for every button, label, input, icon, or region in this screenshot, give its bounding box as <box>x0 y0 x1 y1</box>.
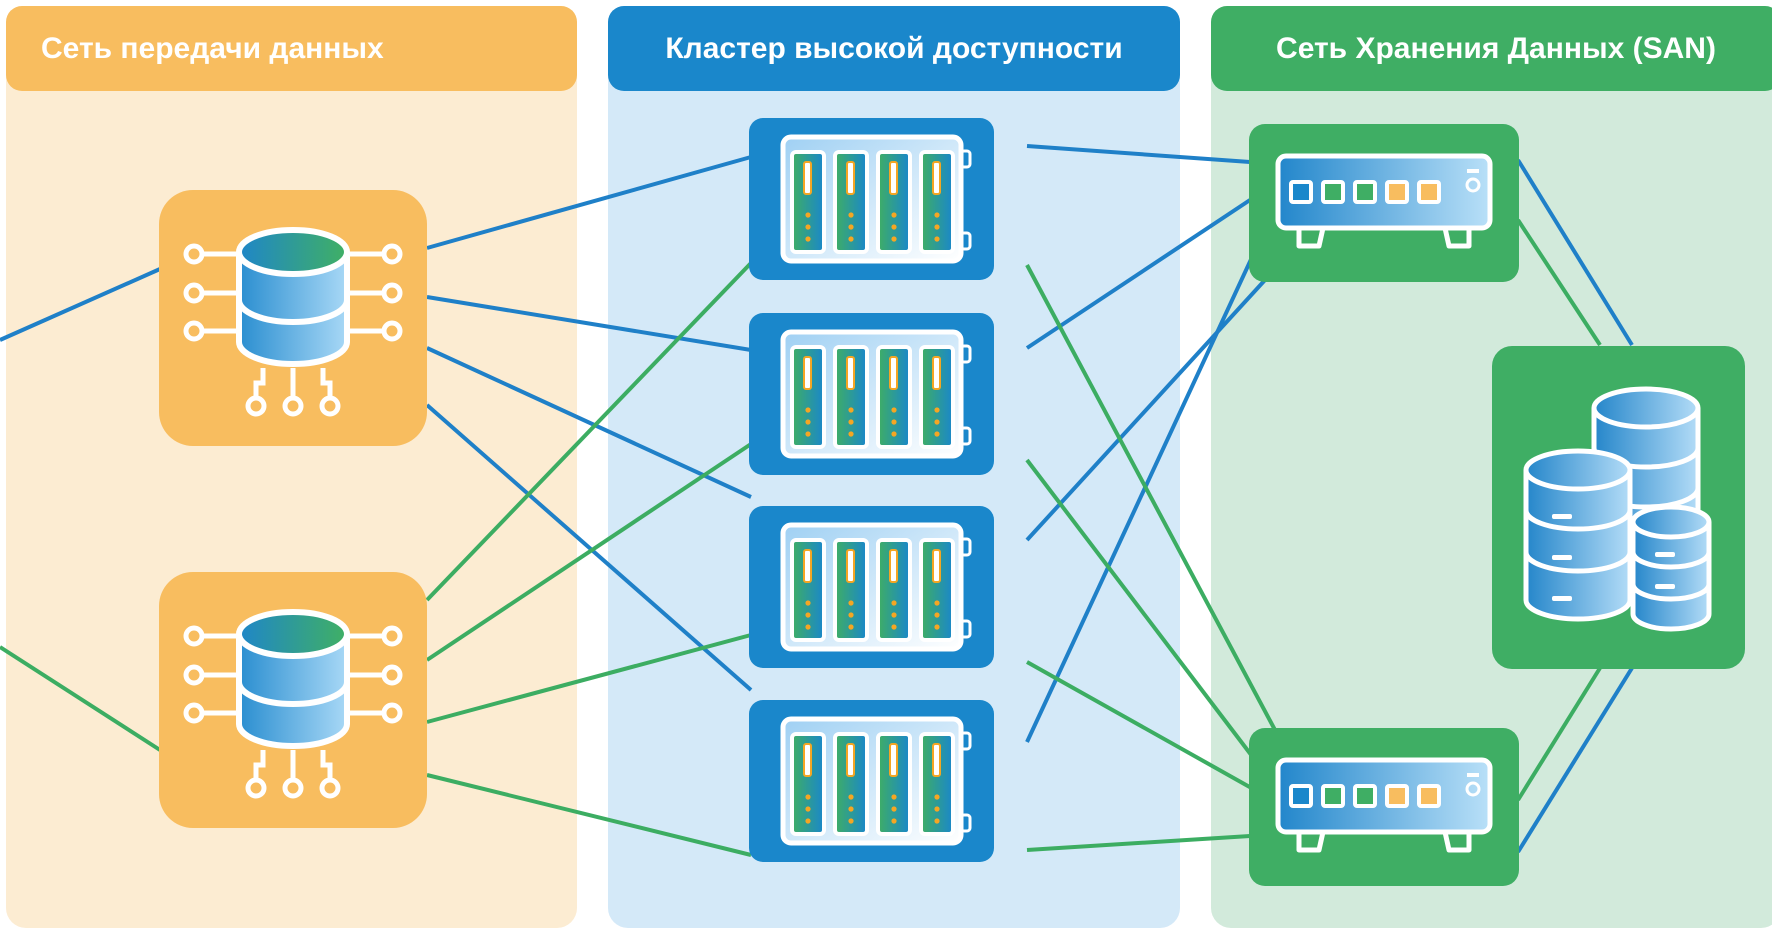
link-line <box>1026 144 1251 164</box>
link-line <box>426 773 752 857</box>
link-line <box>1026 834 1251 852</box>
link-line <box>1516 158 1634 347</box>
database-node-1[interactable] <box>159 190 427 446</box>
link-line <box>1025 264 1277 731</box>
link-line <box>426 155 752 250</box>
link-line <box>426 633 752 724</box>
link-line <box>1025 198 1252 350</box>
ha-cluster-title: Кластер высокой доступности <box>665 31 1123 65</box>
link-line <box>0 645 162 752</box>
data-network-header: Сеть передачи данных <box>6 6 577 91</box>
link-line <box>425 261 753 602</box>
link-line <box>426 295 752 352</box>
link-line <box>1025 278 1267 542</box>
link-line <box>425 442 753 662</box>
san-switch-2[interactable] <box>1249 728 1519 886</box>
link-line <box>1025 458 1257 762</box>
connection-links <box>0 144 1634 857</box>
link-line <box>1516 666 1634 854</box>
data-network-title: Сеть передачи данных <box>41 31 384 65</box>
server-node-1[interactable] <box>749 118 994 280</box>
san-title: Сеть Хранения Данных (SAN) <box>1276 31 1716 65</box>
server-node-3[interactable] <box>749 506 994 668</box>
san-switch-1[interactable] <box>1249 124 1519 282</box>
ha-cluster-header: Кластер высокой доступности <box>608 6 1180 91</box>
server-node-4[interactable] <box>749 700 994 862</box>
server-node-2[interactable] <box>749 313 994 475</box>
storage-array[interactable] <box>1492 346 1745 669</box>
link-line <box>425 403 753 692</box>
database-node-2[interactable] <box>159 572 427 828</box>
link-line <box>0 267 161 342</box>
link-line <box>1516 218 1602 347</box>
link-line <box>1026 660 1256 792</box>
link-line <box>426 346 752 499</box>
link-line <box>1025 239 1262 743</box>
san-header: Сеть Хранения Данных (SAN) <box>1211 6 1772 91</box>
link-line <box>1516 666 1602 802</box>
